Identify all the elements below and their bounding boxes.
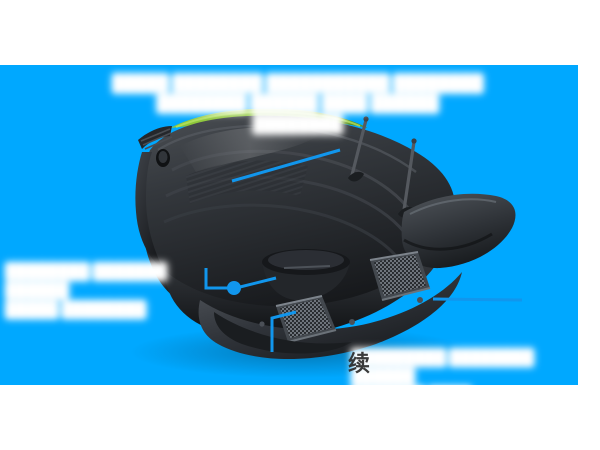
center-hatch-seam: [283, 265, 331, 269]
nose-cone: [135, 152, 164, 270]
partial-cjk-glyph: 续: [348, 352, 371, 377]
leader-node-left: [227, 281, 241, 295]
deck-top-edge: [157, 124, 417, 173]
deck-texture-panel: [186, 160, 308, 204]
callout-top-text: █████ ████████ ███████████ ████████ ████…: [112, 75, 484, 133]
leader-bottom-hull: [270, 310, 297, 352]
leader-right-vent: [432, 297, 523, 302]
nose-port-inner: [158, 151, 168, 163]
intake-grille-right: [369, 251, 431, 301]
callout-bottom-right-text: █████████ ████████ ██████ ███████ ████: [352, 349, 534, 403]
intake-grille-left: [275, 295, 337, 343]
nose-grip-ribs: [138, 126, 173, 150]
side-fin-shadow: [403, 232, 493, 251]
leader-left-tail: [235, 276, 277, 290]
leader-top-deck: [231, 148, 341, 183]
bolt-1: [349, 319, 355, 325]
center-hatch-face: [268, 250, 344, 270]
antenna-left: [348, 116, 369, 182]
leader-left-elbow: [204, 268, 236, 290]
deck-channel-3: [163, 203, 398, 257]
bolt-3: [259, 321, 265, 327]
hull-rail: [164, 240, 446, 339]
deck-sheen: [180, 127, 320, 172]
keel-edge: [214, 312, 352, 354]
bolt-2: [417, 297, 423, 303]
deck-pad-highlight: [175, 110, 361, 128]
side-fin-edge: [409, 198, 497, 215]
callout-left-text: ████████ ███████ ██████ █████ ████████: [6, 263, 167, 317]
